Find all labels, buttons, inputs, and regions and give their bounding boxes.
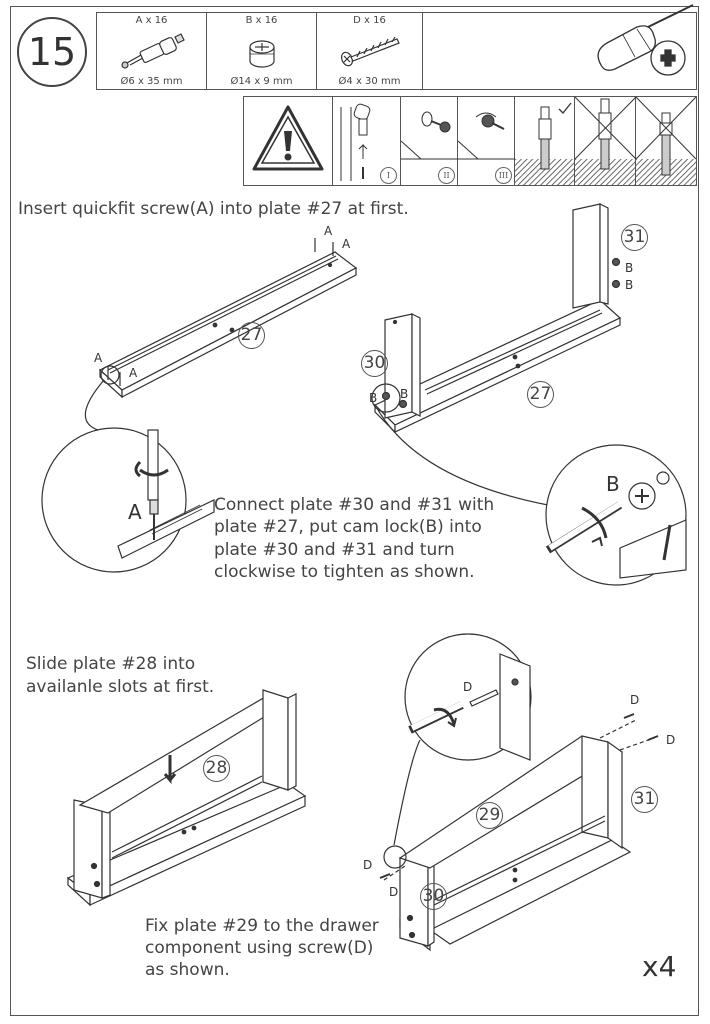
correct-depth-diagram [515, 102, 575, 185]
step-i-label: I [380, 167, 397, 184]
plate-31-label-top: 31 [621, 224, 648, 251]
plate-27-left [98, 251, 358, 391]
part-d-quantity: D x 16 [353, 15, 386, 26]
instruction-connect-line-2: plate #27, put cam lock(B) into [214, 517, 482, 537]
warning-table: I II III [243, 96, 697, 186]
detail-circle-a [41, 427, 187, 573]
letter-d-detail: D [463, 680, 473, 694]
wrong-depth-cell-2 [635, 96, 697, 185]
tighten-icon [457, 112, 515, 160]
parts-table: A x 16 Ø6 x 35 mm B x 16 [96, 4, 697, 90]
instruction-insert-screw: Insert quickfit screw(A) into plate #27 … [18, 199, 409, 219]
plate-27-label-right: 27 [527, 381, 554, 408]
step-ii-cell: II [400, 97, 458, 185]
step-iii-label: III [495, 167, 512, 184]
letter-a-2: A [342, 237, 351, 251]
letter-a-detail: A [128, 500, 142, 524]
instruction-slide-line-2: availanle slots at first. [26, 677, 215, 697]
instruction-fix-line-1: Fix plate #29 to the drawer [145, 916, 379, 936]
tools-cell [423, 4, 696, 89]
warning-cell [244, 97, 333, 185]
plate-28-label: 28 [203, 755, 230, 782]
plate-30 [384, 313, 413, 419]
insert-cam-icon [400, 111, 458, 160]
cross-icon [574, 96, 637, 160]
part-a-quantity: A x 16 [135, 15, 168, 26]
part-cell-b: B x 16 Ø14 x 9 mm [207, 13, 317, 89]
letter-a-3: A [94, 351, 103, 365]
insert-screw-icon [340, 103, 371, 181]
part-a-size: Ø6 x 35 mm [120, 76, 183, 87]
instruction-connect-line-1: Connect plate #30 and #31 with [214, 495, 495, 515]
quantity-multiplier: x4 [642, 950, 677, 983]
plate-30-label-bottom: 30 [420, 883, 447, 910]
letter-b-1: B [625, 261, 634, 275]
warning-triangle-icon [252, 105, 324, 171]
letter-d-2: D [666, 733, 676, 747]
step-i-cell: I [333, 97, 401, 185]
step-iii-cell: III [457, 97, 515, 185]
cross-icon [635, 96, 697, 160]
letter-b-3: B [369, 391, 378, 405]
letter-b-4: B [400, 387, 409, 401]
part-b-size: Ø14 x 9 mm [230, 76, 293, 87]
part-d-size: Ø4 x 30 mm [338, 76, 401, 87]
plate-31 [572, 203, 601, 309]
quickfit-screw-icon [121, 33, 185, 69]
correct-depth-cell [515, 97, 575, 185]
instruction-slide-line-1: Slide plate #28 into [26, 654, 196, 674]
letter-d-1: D [630, 693, 640, 707]
page-frame [10, 6, 699, 1016]
letter-d-3: D [363, 858, 373, 872]
plate-28 [78, 692, 292, 814]
wrong-depth-diagram-2 [635, 96, 697, 185]
part-b-quantity: B x 16 [245, 15, 278, 26]
checkmark-icon [558, 102, 572, 114]
wrong-depth-cell-1 [574, 96, 637, 185]
cam-lock-icon [249, 40, 275, 68]
plate-31-label-bottom: 31 [631, 786, 658, 813]
part-cell-d: D x 16 Ø4 x 30 mm [317, 13, 423, 89]
step-number: 15 [17, 17, 87, 87]
wrong-depth-diagram-1 [574, 96, 637, 185]
letter-b-detail: B [606, 472, 620, 496]
letter-a-4: A [129, 366, 138, 380]
plate-29-label: 29 [476, 802, 503, 829]
plate-30-label-top: 30 [361, 350, 388, 377]
letter-b-2: B [625, 278, 634, 292]
instruction-connect-line-3: plate #30 and #31 and turn [214, 540, 455, 560]
letter-d-4: D [389, 885, 399, 899]
instruction-fix-line-2: component using screw(D) [145, 938, 374, 958]
instruction-connect-line-4: clockwise to tighten as shown. [214, 562, 475, 582]
letter-a-1: A [324, 224, 333, 238]
part-cell-a: A x 16 Ø6 x 35 mm [97, 13, 207, 89]
wood-screw-icon [340, 36, 400, 67]
step-ii-label: II [438, 167, 455, 184]
instruction-fix-line-3: as shown. [145, 960, 230, 980]
phillips-screwdriver-icon [597, 4, 694, 76]
plate-27-label-left: 27 [238, 322, 265, 349]
